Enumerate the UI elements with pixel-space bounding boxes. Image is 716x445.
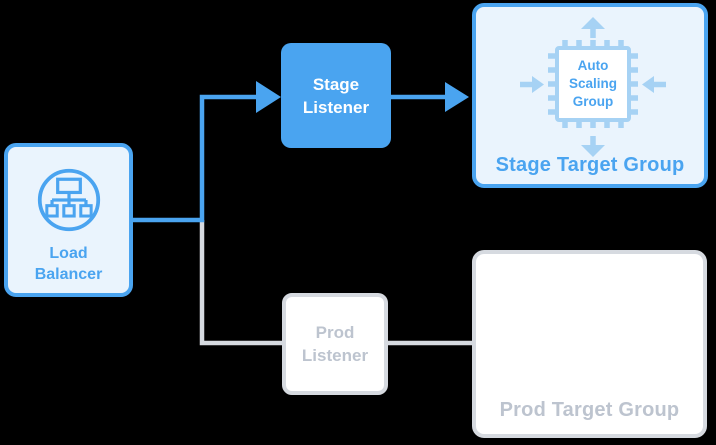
connector-lb-to-prod-listener [199, 220, 282, 346]
stage-listener-label-line1: Stage [312, 74, 360, 94]
load-balancer-label-line1: Load [49, 245, 88, 262]
asg-label-line3: Group [572, 94, 614, 109]
connector-lb-to-stage-listener [133, 81, 281, 223]
load-balancer-icon [36, 167, 102, 233]
node-prod-listener: Prod Listener [282, 293, 388, 395]
prod-target-group-label: Prod Target Group [499, 399, 680, 421]
scale-arrows-icon [520, 17, 666, 157]
asg-label-line1: Auto [577, 58, 609, 73]
arrowhead-icon [256, 81, 281, 113]
stage-target-group-label: Stage Target Group [495, 154, 685, 176]
load-balancer-label-line2: Balancer [34, 266, 103, 283]
node-load-balancer: Load Balancer [4, 143, 133, 297]
stage-listener-label-line2: Listener [302, 97, 370, 117]
node-stage-listener: Stage Listener [281, 43, 391, 148]
auto-scaling-group-chip-icon: Auto Scaling Group [518, 17, 668, 157]
node-stage-target-group: Auto Scaling Group Stage Target Group [472, 3, 708, 188]
arrowhead-icon [445, 82, 469, 112]
auto-scaling-group-label: Auto Scaling Group [557, 48, 629, 120]
load-balancer-label: Load Balancer [35, 243, 103, 285]
node-prod-target-group: Prod Target Group [472, 250, 707, 438]
prod-listener-label-line1: Prod [315, 323, 355, 342]
prod-listener-label-line2: Listener [301, 346, 369, 365]
asg-label-line2: Scaling [568, 76, 617, 91]
connector-stage-listener-to-stage-target-group [390, 82, 469, 112]
